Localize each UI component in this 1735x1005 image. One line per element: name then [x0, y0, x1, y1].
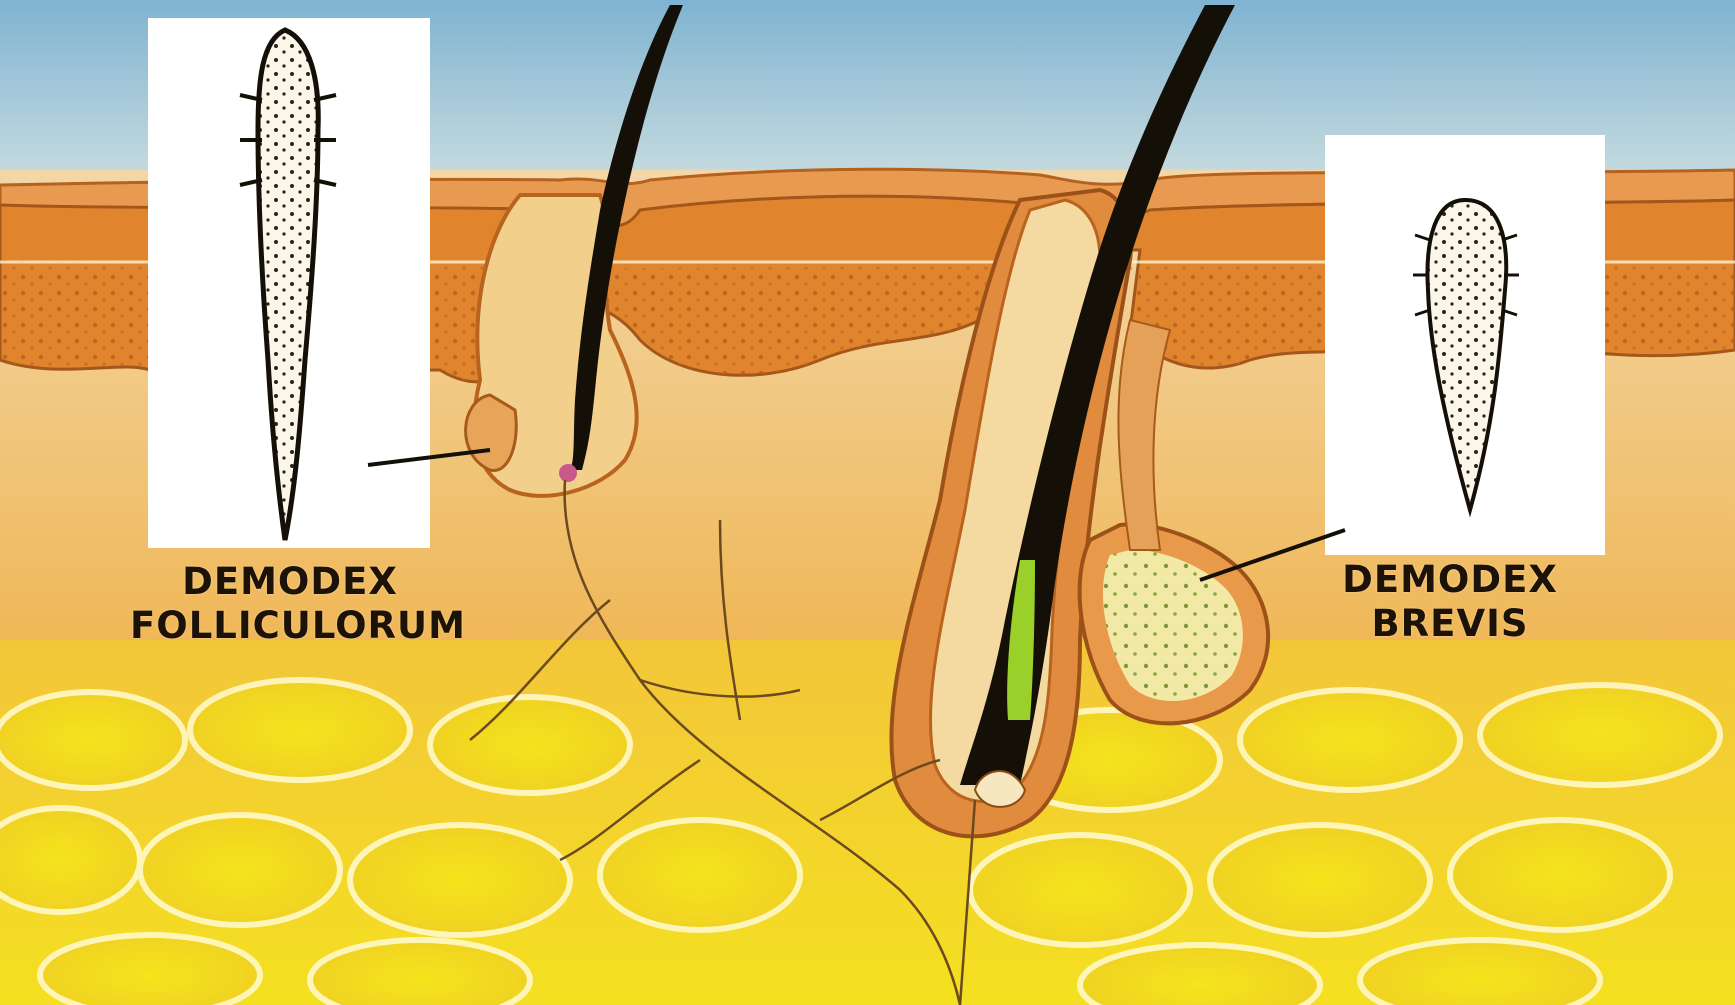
demodex-folliculorum-label: DEMODEX FOLLICULORUM: [130, 560, 450, 648]
folliculorum-label-line2: FOLLICULORUM: [130, 604, 450, 648]
brevis-label-line1: DEMODEX: [1320, 558, 1580, 602]
folliculorum-label-line1: DEMODEX: [130, 560, 450, 604]
brevis-label-line2: BREVIS: [1320, 602, 1580, 646]
left-hair-bulb: [559, 464, 577, 482]
demodex-brevis-label: DEMODEX BREVIS: [1320, 558, 1580, 646]
